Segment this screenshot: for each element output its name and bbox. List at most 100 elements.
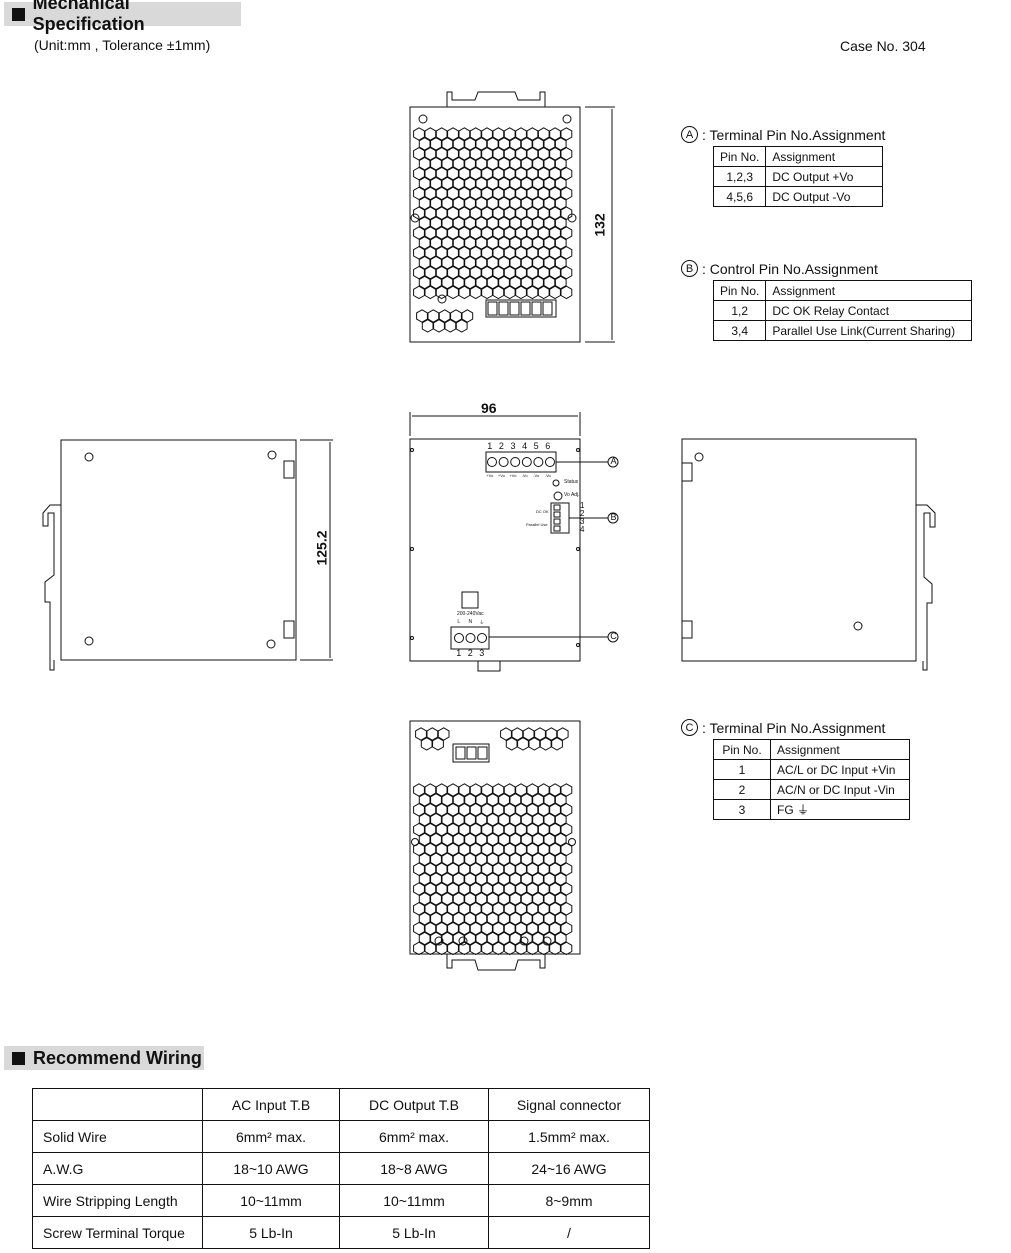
vent-hole (486, 892, 499, 906)
vent-hole (537, 285, 550, 300)
vent-hole (498, 931, 510, 946)
vent-hole (532, 852, 544, 867)
wiring-table: AC Input T.B DC Output T.B Signal connec… (32, 1088, 650, 1249)
vent-hole (464, 216, 476, 230)
vent-hole (441, 255, 454, 270)
vent-hole (416, 309, 428, 323)
vent-hole (528, 737, 541, 751)
vent-hole (537, 783, 550, 797)
vent-hole (458, 166, 471, 181)
vent-hole (515, 246, 527, 260)
vent-hole (520, 176, 533, 191)
vent-hole (469, 822, 482, 837)
vent-hole (435, 783, 448, 797)
vent-hole (560, 166, 573, 181)
vent-hole (469, 862, 482, 876)
vent-hole (464, 892, 476, 906)
vent-hole (492, 226, 505, 240)
vent-hole (549, 127, 561, 141)
vent-hole (441, 793, 454, 807)
vent-hole (520, 137, 533, 151)
vent-hole (447, 783, 459, 797)
table-row: Wire Stripping Length 10~11mm 10~11mm 8~… (32, 1184, 650, 1217)
vent-hole (435, 265, 448, 280)
vent-hole (503, 822, 516, 837)
vent-hole (464, 872, 476, 886)
vent-hole (420, 737, 433, 751)
ac-pin-number: 3 (479, 648, 485, 658)
vent-hole (464, 236, 476, 250)
vent-hole (509, 176, 522, 191)
vent-hole (554, 137, 567, 151)
vent-hole (511, 727, 524, 741)
vent-hole (537, 842, 550, 857)
vent-hole (515, 166, 527, 181)
vent-hole (430, 931, 442, 946)
vent-hole (418, 911, 431, 926)
vent-hole (560, 206, 573, 220)
vent-hole (498, 275, 510, 290)
vent-hole (413, 941, 425, 956)
vent-hole (560, 921, 573, 936)
pin-no-cell: 1,2,3 (712, 166, 767, 187)
vent-hole (435, 941, 448, 956)
vent-hole (560, 127, 573, 141)
vent-hole (532, 196, 544, 211)
vent-hole (424, 246, 437, 260)
table-b-title: : Control Pin No.Assignment (702, 260, 878, 277)
table-row: 1,2 DC OK Relay Contact (712, 300, 973, 321)
wiring-row-label: Solid Wire (32, 1120, 203, 1153)
vent-hole (435, 803, 448, 817)
vent-hole (435, 921, 448, 936)
vent-hole (498, 812, 510, 827)
vent-hole (452, 156, 465, 171)
vent-hole (554, 176, 567, 191)
vent-hole (424, 147, 437, 161)
dc-screw-terminal (510, 457, 521, 467)
vent-hole (447, 147, 459, 161)
vent-hole (549, 902, 561, 916)
vent-hole (418, 176, 431, 191)
vent-hole (532, 137, 544, 151)
vent-hole (481, 822, 493, 837)
vent-hole (486, 812, 499, 827)
control-pin-number: 4 (580, 525, 585, 534)
vent-hole (418, 931, 431, 946)
vent-hole (469, 246, 482, 260)
control-pin-socket (553, 525, 561, 532)
terminal-cell (487, 301, 498, 316)
vent-hole (532, 275, 544, 290)
recommend-wiring-header: Recommend Wiring (4, 1046, 204, 1070)
dc-pin-number: 3 (510, 441, 516, 451)
dc-pin-mark: +Vo (509, 473, 517, 478)
vent-hole (486, 931, 499, 946)
vent-hole (526, 147, 539, 161)
vent-hole (435, 127, 448, 141)
vent-hole (509, 892, 522, 906)
vent-hole (543, 216, 556, 230)
vent-hole (537, 265, 550, 280)
vent-hole (424, 803, 437, 817)
vent-hole (424, 206, 437, 220)
vent-hole (469, 226, 482, 240)
vent-hole (441, 872, 454, 886)
vent-hole (554, 236, 567, 250)
wiring-cell: 24~16 AWG (488, 1152, 650, 1185)
vent-hole (515, 127, 527, 141)
vent-hole (498, 176, 510, 191)
vent-hole (509, 137, 522, 151)
vent-hole (447, 166, 459, 181)
vent-hole (492, 147, 505, 161)
wiring-row-label: Screw Terminal Torque (32, 1216, 203, 1249)
vent-hole (418, 137, 431, 151)
vent-hole (424, 186, 437, 201)
vent-hole (503, 862, 516, 876)
vent-hole (424, 882, 437, 896)
vent-hole (515, 941, 527, 956)
vent-hole (486, 911, 499, 926)
vent-hole (500, 727, 512, 741)
vent-hole (549, 822, 561, 837)
vent-hole (447, 921, 459, 936)
vent-hole (543, 832, 556, 847)
